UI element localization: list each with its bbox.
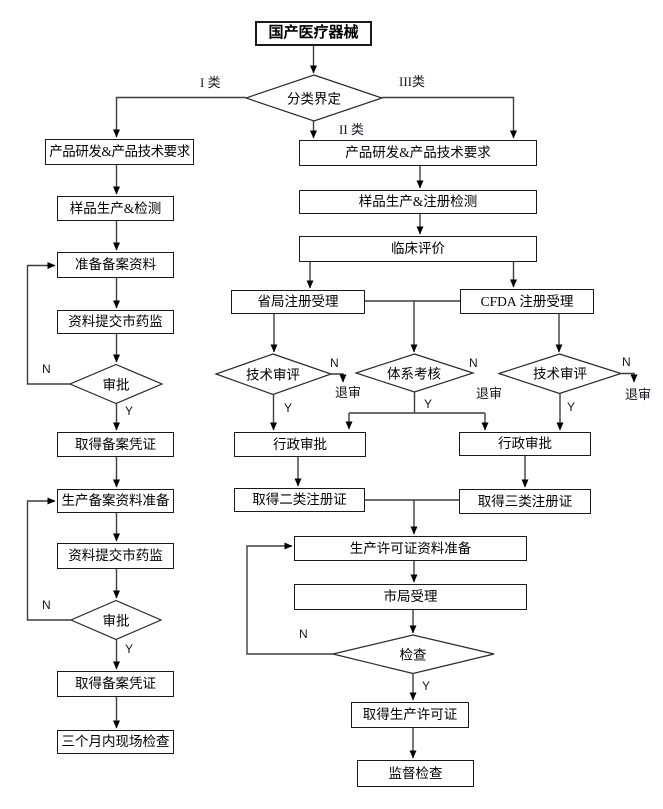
- node-class1-record-prep: 准备备案资料: [57, 252, 174, 278]
- node-tech-review-r-label: 技术审评: [533, 366, 587, 382]
- label-tech-review-r-no: N: [622, 355, 631, 369]
- node-class1-submit2: 资料提交市药监: [57, 543, 174, 569]
- edge-techreview-l-reject: [331, 373, 347, 383]
- edge-techreview-r-reject: [621, 372, 638, 383]
- node-class1-site-check: 三个月内现场检查: [57, 730, 174, 754]
- label-class2: II 类: [339, 122, 364, 137]
- node-supervision: 监督检查: [357, 760, 474, 787]
- node-cert-class2: 取得二类注册证: [234, 488, 365, 512]
- label-class1: I 类: [200, 75, 221, 90]
- node-city-accept: 市局受理: [294, 584, 527, 610]
- edge-approve2-n-loop: [26, 497, 71, 621]
- label-tech-review-l-no: N: [330, 356, 339, 370]
- node-cfda-accept: CFDA 注册受理: [460, 289, 594, 314]
- node-approve2-label: 审批: [102, 613, 130, 629]
- node-class1-prod-prep: 生产备案资料准备: [57, 489, 174, 513]
- edge-classify-c1dev: [113, 96, 246, 138]
- label-tech-review-l-reject: 退审: [335, 385, 362, 400]
- node-admin-approve-l: 行政审批: [234, 432, 366, 457]
- label-class3: III类: [399, 74, 425, 89]
- label-approve1-yes: Y: [125, 404, 134, 418]
- node-prov-accept: 省局注册受理: [231, 290, 365, 314]
- label-approve2-yes: Y: [125, 642, 134, 656]
- label-tech-review-r-reject: 退审: [625, 387, 652, 402]
- edge-classify-c23dev-right: [382, 96, 517, 139]
- node-class1-dev: 产品研发&产品技术要求: [45, 139, 194, 165]
- label-system-audit-yes: Y: [424, 397, 433, 411]
- label-approve1-no: N: [42, 362, 51, 376]
- node-classify-label: 分类界定: [287, 91, 341, 107]
- edge-approve1-n-loop: [26, 262, 70, 385]
- node-approve1-label: 审批: [102, 377, 130, 393]
- label-tech-review-r-yes: Y: [567, 400, 576, 414]
- label-approve2-no: N: [42, 598, 51, 612]
- node-admin-approve-r: 行政审批: [459, 432, 591, 456]
- edge-inspect-n-loop: [246, 542, 333, 655]
- node-class23-sample: 样品生产&注册检测: [299, 190, 537, 214]
- node-system-audit-label: 体系考核: [387, 366, 441, 382]
- node-class23-clinical: 临床评价: [299, 236, 537, 262]
- node-class23-dev: 产品研发&产品技术要求: [299, 140, 537, 166]
- label-inspect-yes: Y: [422, 679, 431, 693]
- node-class1-cert1: 取得备案凭证: [57, 432, 174, 457]
- label-system-audit-no: N: [469, 356, 478, 370]
- node-class1-sample: 样品生产&检测: [57, 196, 174, 221]
- node-class1-cert2: 取得备案凭证: [57, 671, 174, 697]
- label-inspect-no: N: [299, 627, 308, 641]
- node-class1-submit1: 资料提交市药监: [57, 310, 174, 334]
- node-start: 国产医疗器械: [255, 21, 372, 46]
- label-tech-review-l-yes: Y: [284, 401, 293, 415]
- node-license: 取得生产许可证: [351, 702, 469, 728]
- node-cert-class3: 取得三类注册证: [459, 489, 591, 514]
- node-license-prep: 生产许可证资料准备: [294, 536, 527, 561]
- node-tech-review-l-label: 技术审评: [246, 367, 300, 383]
- label-system-audit-reject: 退审: [476, 386, 503, 401]
- node-inspect-label: 检查: [399, 647, 427, 663]
